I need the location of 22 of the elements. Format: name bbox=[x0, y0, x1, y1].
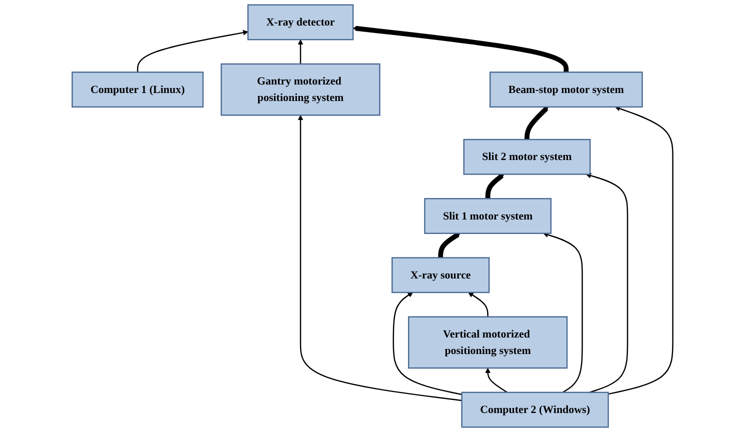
node-box: Vertical motorized positioning system bbox=[408, 316, 568, 369]
arrow bbox=[298, 39, 304, 64]
arrow bbox=[586, 173, 628, 393]
node-box: Slit 1 motor system bbox=[424, 198, 552, 234]
arrow bbox=[608, 106, 674, 395]
node-box: Beam-stop motor system bbox=[490, 72, 643, 108]
arrow bbox=[137, 30, 248, 72]
arrow bbox=[524, 106, 548, 140]
arrow bbox=[485, 368, 508, 393]
arrow bbox=[468, 292, 488, 317]
arrow bbox=[438, 232, 460, 258]
arrow bbox=[352, 26, 569, 72]
node-box: Slit 2 motor system bbox=[463, 138, 591, 175]
arrow bbox=[543, 232, 583, 393]
node-box: Computer 1 (Linux) bbox=[72, 72, 204, 108]
arrow bbox=[392, 292, 462, 396]
arrow bbox=[298, 114, 462, 402]
arrow bbox=[485, 174, 504, 200]
node-box: Gantry motorized positioning system bbox=[220, 63, 380, 116]
node-box: Computer 2 (Windows) bbox=[461, 392, 609, 428]
node-box: X-ray detector bbox=[247, 4, 354, 40]
node-box: X-ray source bbox=[392, 257, 490, 294]
